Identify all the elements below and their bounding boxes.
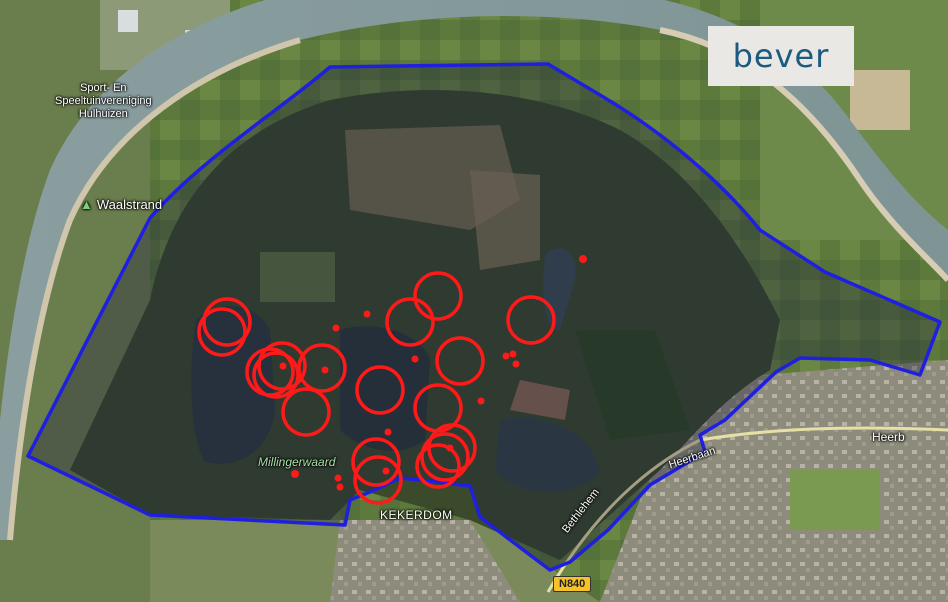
beach-marker-icon: ▲ bbox=[80, 197, 93, 212]
lake-west bbox=[191, 306, 275, 464]
observation-ring[interactable] bbox=[355, 365, 405, 415]
field-patch bbox=[510, 380, 570, 420]
observation-point[interactable] bbox=[321, 366, 329, 374]
meadow bbox=[260, 252, 335, 302]
observation-rings bbox=[197, 271, 556, 505]
kekerdom-village bbox=[330, 520, 520, 602]
observation-ring[interactable] bbox=[506, 295, 556, 345]
poi-label-line: Sport- En bbox=[80, 82, 127, 94]
observation-point[interactable] bbox=[363, 310, 371, 318]
poi-label-sport[interactable]: Sport- En Speeltuinvereniging Hulhuizen bbox=[55, 82, 152, 121]
observation-ring[interactable] bbox=[252, 351, 300, 399]
observation-ring[interactable] bbox=[413, 271, 463, 321]
observation-point[interactable] bbox=[279, 362, 287, 370]
clearing bbox=[470, 170, 540, 270]
dark-field bbox=[575, 330, 690, 440]
poi-label-line: Speeltuinvereniging bbox=[55, 95, 152, 107]
study-area-boundary[interactable] bbox=[26, 62, 942, 572]
observation-point[interactable] bbox=[502, 352, 510, 360]
observation-ring[interactable] bbox=[197, 307, 247, 357]
field-patch bbox=[850, 70, 910, 130]
road-heerbaan bbox=[699, 426, 948, 442]
poi-label-line: Hulhuizen bbox=[78, 108, 128, 120]
observation-ring[interactable] bbox=[257, 341, 307, 391]
observation-point[interactable] bbox=[382, 467, 390, 475]
observation-ring[interactable] bbox=[353, 455, 403, 505]
building bbox=[118, 10, 138, 32]
observation-point[interactable] bbox=[411, 355, 419, 363]
poi-label-waalstrand[interactable]: ▲Waalstrand bbox=[80, 197, 162, 212]
observation-point[interactable] bbox=[334, 474, 342, 482]
town-fields bbox=[790, 470, 880, 530]
road-label-heerbaan-east: Heerb bbox=[872, 430, 905, 444]
observation-ring[interactable] bbox=[415, 443, 461, 489]
riverbank bbox=[7, 37, 301, 541]
observation-points bbox=[279, 255, 587, 491]
observation-ring[interactable] bbox=[351, 437, 401, 487]
species-title: bever bbox=[708, 26, 854, 86]
observation-point[interactable] bbox=[512, 360, 520, 368]
observation-point[interactable] bbox=[332, 324, 340, 332]
lake-south bbox=[495, 417, 600, 493]
road-n840 bbox=[546, 438, 701, 593]
observation-ring[interactable] bbox=[385, 297, 435, 347]
observation-ring[interactable] bbox=[281, 387, 331, 437]
observation-point[interactable] bbox=[446, 444, 454, 452]
lake-central bbox=[340, 326, 430, 451]
observation-point[interactable] bbox=[579, 255, 587, 263]
observation-point[interactable] bbox=[477, 397, 485, 405]
observation-ring[interactable] bbox=[297, 343, 347, 393]
place-label-kekerdom: KEKERDOM bbox=[380, 508, 453, 522]
observation-ring[interactable] bbox=[202, 297, 252, 347]
observation-point[interactable] bbox=[384, 428, 392, 436]
observation-ring[interactable] bbox=[435, 336, 485, 386]
observation-ring[interactable] bbox=[420, 432, 470, 482]
observation-point[interactable] bbox=[336, 483, 344, 491]
road-shield-n840: N840 bbox=[553, 576, 592, 592]
poi-label-text: Waalstrand bbox=[96, 197, 163, 212]
area-label-millingerwaard: Millingerwaard bbox=[258, 455, 336, 469]
observation-point[interactable] bbox=[509, 350, 517, 358]
observation-point[interactable] bbox=[291, 470, 299, 478]
